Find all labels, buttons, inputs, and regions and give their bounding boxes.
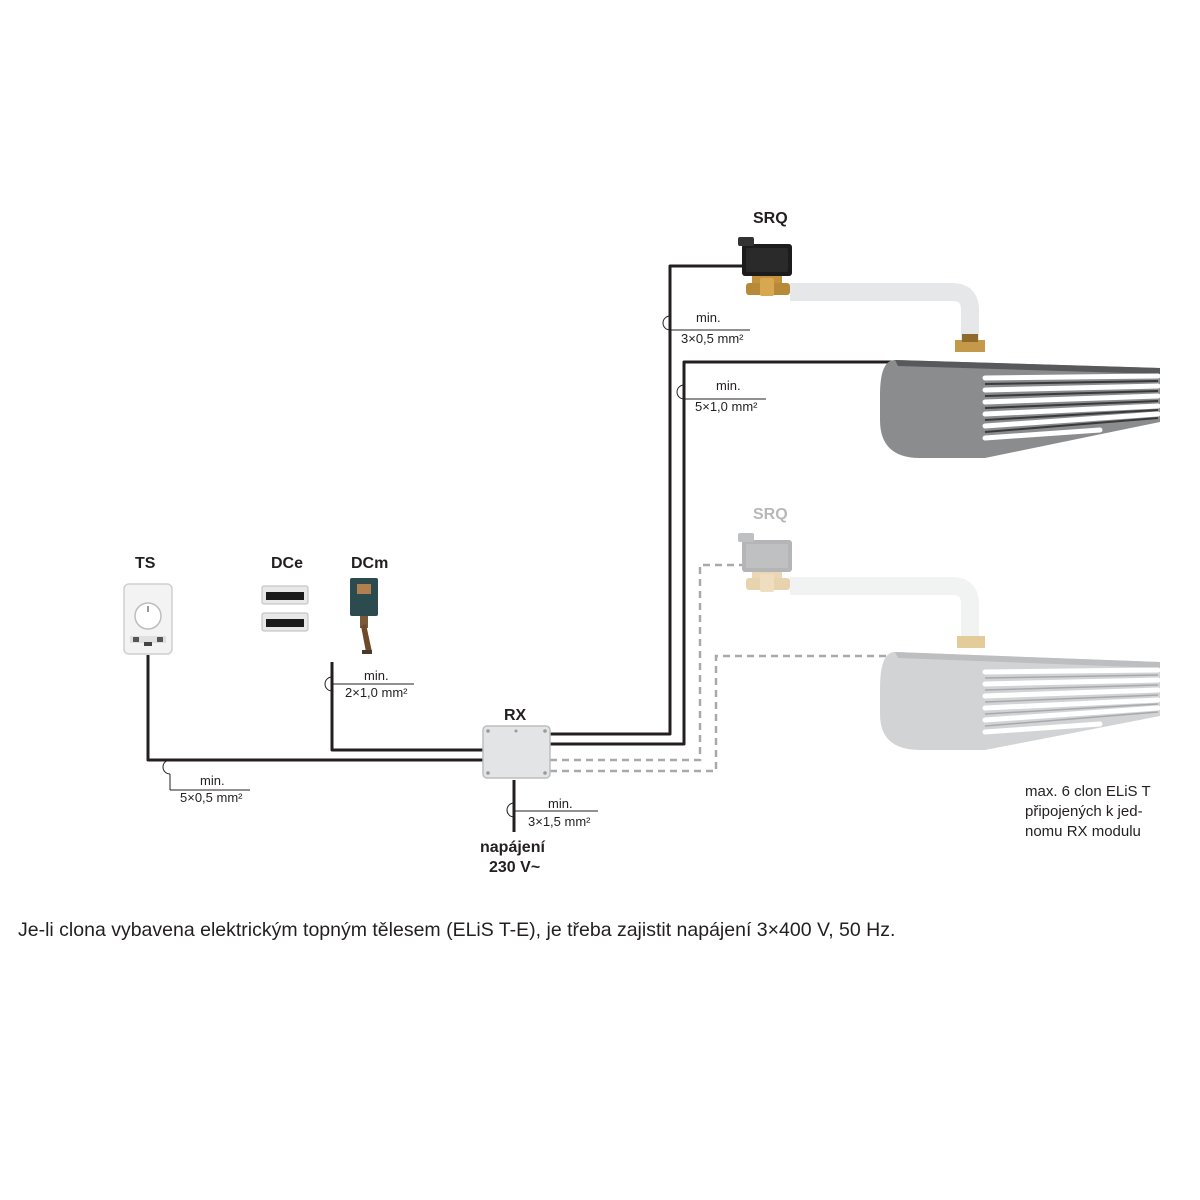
- note-line-2: připojených k jed-: [1025, 803, 1143, 820]
- air-curtain-optional: [880, 636, 1161, 750]
- ts-cable-marker: [162, 759, 171, 775]
- ts-cable: [146, 655, 483, 762]
- ts-thermostat: [123, 583, 173, 655]
- power-cable-spec: 3×1,5 mm²: [528, 814, 591, 829]
- optional-curtain-cable: [550, 654, 898, 773]
- air-curtain-active: [880, 334, 1161, 458]
- curtain-cable: [550, 360, 892, 746]
- curtain-cable-marker: [676, 384, 685, 400]
- srq-label-active: SRQ: [753, 210, 788, 227]
- power-label-line1: napájení: [480, 839, 545, 856]
- cable-markers: [162, 315, 766, 818]
- power-cable-min: min.: [548, 796, 573, 811]
- srq-valve-optional: [738, 533, 792, 592]
- ts-cable-min: min.: [200, 773, 225, 788]
- optional-srq-cable: [550, 563, 742, 762]
- ts-label: TS: [135, 555, 156, 572]
- dcm-label: DCm: [351, 555, 388, 572]
- dcm-cable-min: min.: [364, 668, 389, 683]
- footnote: Je-li clona vybavena elektrickým topným …: [18, 919, 896, 941]
- optional-cables: [550, 563, 898, 773]
- pipes: [790, 283, 979, 638]
- srq-cable-min: min.: [696, 310, 721, 325]
- rx-module: [482, 725, 551, 779]
- dce-contact: [261, 585, 309, 632]
- srq-cable: [550, 264, 742, 736]
- srq-label-optional: SRQ: [753, 506, 788, 523]
- dcm-cable-spec: 2×1,0 mm²: [345, 685, 408, 700]
- power-cable-marker: [506, 802, 515, 818]
- curtain-cable-min: min.: [716, 378, 741, 393]
- note-line-1: max. 6 clon ELiS T: [1025, 783, 1151, 800]
- srq-cable-marker: [662, 315, 671, 331]
- pipe-active: [790, 283, 979, 342]
- pipe-optional: [790, 577, 979, 638]
- srq-cable-spec: 3×0,5 mm²: [681, 331, 744, 346]
- dce-label: DCe: [271, 555, 303, 572]
- ts-cable-spec: 5×0,5 mm²: [180, 790, 243, 805]
- curtain-cable-spec: 5×1,0 mm²: [695, 399, 758, 414]
- dcm-switch: [350, 578, 378, 654]
- dcm-cable: [330, 662, 483, 752]
- srq-valve-active: [738, 237, 792, 296]
- dcm-cable-marker: [324, 676, 333, 692]
- power-label-line2: 230 V~: [489, 859, 540, 876]
- rx-label: RX: [504, 707, 527, 724]
- note-line-3: nomu RX modulu: [1025, 823, 1141, 840]
